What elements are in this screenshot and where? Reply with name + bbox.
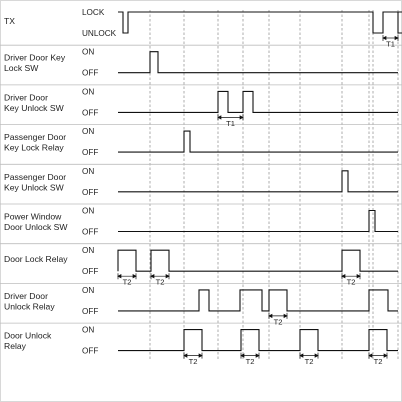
level-label-low: OFF	[82, 108, 98, 117]
annotation-label: T2	[374, 357, 383, 366]
level-label-high: ON	[82, 127, 94, 136]
level-label-high: ON	[82, 286, 94, 295]
annotation-t2-door-unlock-3: T2	[299, 352, 319, 366]
dimension-arrows	[382, 35, 399, 41]
waveform-power-window-door-unlock-sw	[118, 209, 398, 233]
level-label-low: OFF	[82, 148, 98, 157]
dimension-arrows	[341, 274, 361, 279]
level-label-high: ON	[82, 246, 94, 255]
annotation-t1-tx: T1	[382, 35, 399, 49]
annotation-label: T2	[347, 278, 356, 287]
level-label-low: OFF	[82, 307, 98, 316]
signal-row-tx: TX LOCK UNLOCK	[0, 8, 402, 46]
level-label-low: OFF	[82, 267, 98, 276]
annotation-label: T2	[189, 357, 198, 366]
annotation-t2-door-unlock-4: T2	[368, 352, 388, 366]
waveform-door-lock-relay	[117, 249, 398, 272]
annotation-t2-door-lock-2: T2	[150, 273, 170, 287]
dimension-arrows	[117, 274, 137, 279]
event-markers	[149, 10, 399, 360]
annotation-label: T1	[226, 119, 235, 128]
annotation-t1-driver-unlock-sw: T1	[217, 114, 244, 128]
level-label-high: LOCK	[82, 8, 105, 17]
annotation-t2-door-unlock-1: T2	[183, 352, 203, 366]
waveform-door-unlock-relay	[118, 329, 398, 352]
dimension-arrows	[268, 313, 288, 319]
waveform-driver-door-key-unlock-sw	[118, 90, 398, 113]
annotation-label: T1	[386, 40, 395, 49]
level-label-low: OFF	[82, 228, 98, 237]
level-label-high: ON	[82, 207, 94, 216]
dimension-arrows	[368, 353, 388, 358]
waveform-driver-door-key-lock-sw	[118, 51, 398, 74]
signal-name: TX	[4, 16, 15, 26]
annotation-label: T2	[305, 357, 314, 366]
annotation-label: T2	[246, 357, 255, 366]
annotation-label: T2	[274, 317, 283, 326]
level-label-low: OFF	[82, 188, 98, 197]
annotation-t2-door-lock-1: T2	[117, 273, 137, 287]
dimension-arrows	[240, 353, 260, 358]
level-label-low: OFF	[82, 347, 98, 356]
waveform-passenger-door-key-unlock-sw	[118, 170, 398, 193]
annotation-label: T2	[156, 278, 165, 287]
waveform-passenger-door-key-lock-relay	[118, 130, 398, 153]
annotation-t2-door-unlock-2: T2	[240, 352, 260, 366]
signal-row-door-lock-relay: Door Lock Relay ON OFF	[0, 246, 402, 284]
annotation-label: T2	[123, 278, 132, 287]
level-label-low: UNLOCK	[82, 29, 117, 38]
dimension-arrows	[217, 115, 244, 120]
level-label-high: ON	[82, 87, 94, 96]
dimension-arrows	[150, 274, 170, 279]
annotation-t2-door-lock-3: T2	[341, 273, 361, 287]
level-label-high: ON	[82, 48, 94, 57]
level-label-high: ON	[82, 326, 94, 335]
level-label-high: ON	[82, 167, 94, 176]
waveform-tx	[118, 11, 402, 34]
waveform-driver-door-unlock-relay	[118, 289, 398, 312]
annotation-t2-driver-unlock: T2	[268, 312, 288, 326]
dimension-arrows	[299, 353, 319, 358]
signal-name: Door Lock Relay	[4, 254, 68, 264]
dimension-arrows	[183, 353, 203, 358]
level-label-low: OFF	[82, 69, 98, 78]
